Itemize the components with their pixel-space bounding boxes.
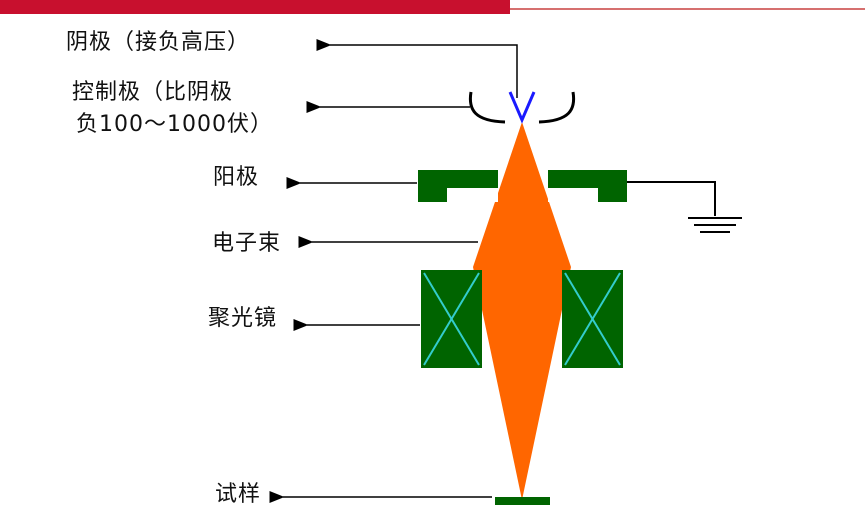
ground-wire: [627, 181, 716, 216]
anode-label: 阳极: [213, 165, 260, 190]
control-electrode-label-line1: 控制极（比阴极: [72, 80, 234, 105]
anode-plate-right-notch: [548, 188, 598, 202]
cathode-leader-line: [316, 39, 518, 98]
condenser-lens-label: 聚光镜: [208, 306, 278, 331]
control-electrode-left: [468, 91, 506, 124]
condenser-lens-left: [421, 270, 482, 368]
anode-plate-left-notch: [447, 188, 498, 202]
specimen-plate: [495, 497, 550, 505]
cathode-label: 阴极（接负高压）: [66, 30, 251, 55]
cathode-tip: [508, 91, 536, 124]
electron-beam-shape: [473, 122, 571, 500]
header-accent-line: [510, 8, 865, 10]
control-electrode-right: [538, 91, 576, 124]
header-accent-bar: [0, 0, 510, 14]
specimen-label: 试样: [215, 482, 262, 507]
control-electrode-label-line2: 负100～1000伏）: [76, 112, 273, 137]
condenser-lens-right: [562, 270, 623, 368]
electron-beam-label: 电子束: [212, 231, 282, 256]
